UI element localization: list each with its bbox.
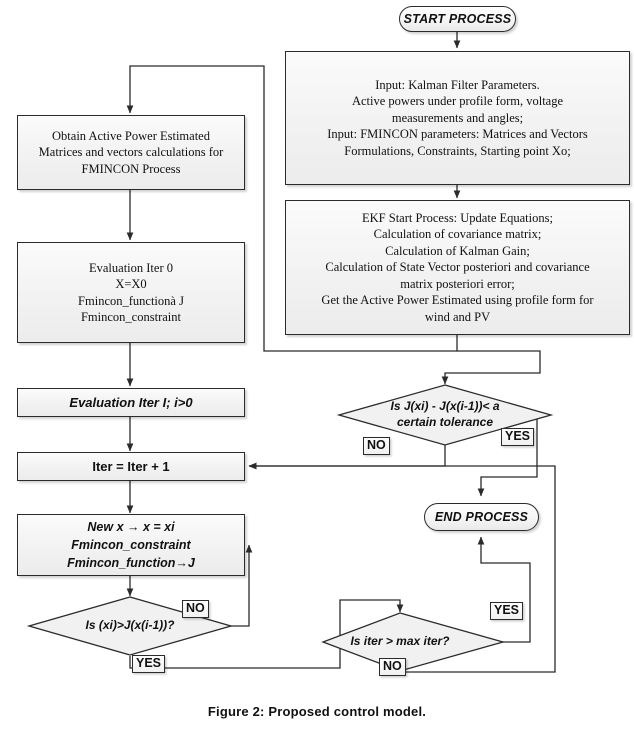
- node-iter-increment-label: Iter = Iter + 1: [92, 458, 170, 474]
- edge-maxiter-yes-to-end: [459, 536, 531, 643]
- node-start-process-label: START PROCESS: [403, 12, 512, 26]
- edge-label-tolerance-yes: YES: [501, 428, 535, 447]
- edge-label-improve-yes: YES: [132, 655, 166, 674]
- node-ekf-line-2: Calculation of covariance matrix;: [373, 227, 542, 242]
- edge-label-improve-no: NO: [182, 600, 209, 619]
- node-ekf-line-6: Get the Active Power Estimated using pro…: [321, 293, 594, 308]
- node-new-x-line-2: Fmincon_constraint: [71, 537, 191, 552]
- node-inputs-line-3: measurements and angles;: [391, 110, 524, 125]
- edge-improve-yes-to-maxiter: [129, 599, 404, 669]
- decision-tolerance-shape: [336, 384, 554, 446]
- node-start-process[interactable]: START PROCESS: [399, 6, 516, 32]
- decision-max-iter-shape: [321, 612, 506, 672]
- node-new-x-line-1: New x → x = xi: [87, 519, 175, 534]
- node-ekf-line-4: Calculation of State Vector posteriori a…: [325, 260, 590, 275]
- node-iter-increment[interactable]: Iter = Iter + 1: [17, 452, 245, 481]
- node-new-x-line-3: Fmincon_function→J: [67, 556, 195, 571]
- node-eval0-line-1: Evaluation Iter 0: [88, 260, 173, 275]
- node-ekf-line-1: EKF Start Process: Update Equations;: [362, 210, 553, 225]
- edge-ekf-to-obtain: [126, 65, 458, 352]
- node-eval0-line-4: Fmincon_constraint: [80, 310, 181, 324]
- node-decision-max-iter[interactable]: Is iter > max iter?: [321, 612, 506, 672]
- node-inputs-line-4: Input: FMINCON parameters: Matrices and …: [327, 127, 588, 142]
- node-ekf-process[interactable]: EKF Start Process: Update Equations; Cal…: [285, 200, 630, 335]
- node-end-process-label: END PROCESS: [434, 510, 529, 524]
- node-obtain-line-2: Matrices and vectors calculations for: [38, 145, 224, 160]
- node-inputs-line-2: Active powers under profile form, voltag…: [351, 94, 564, 109]
- node-eval0-line-3: Fmincon_functionà J: [78, 293, 184, 308]
- node-end-process[interactable]: END PROCESS: [424, 503, 539, 531]
- node-inputs[interactable]: Input: Kalman Filter Parameters. Active …: [285, 51, 630, 185]
- edge-label-maxiter-yes: YES: [490, 602, 524, 621]
- node-inputs-line-1: Input: Kalman Filter Parameters.: [375, 77, 540, 92]
- node-ekf-line-3: Calculation of Kalman Gain;: [385, 243, 530, 258]
- node-eval0-line-2: X=X0: [115, 277, 147, 291]
- node-obtain-line-3: FMINCON Process: [81, 161, 181, 176]
- node-evaluation-iter-0[interactable]: Evaluation Iter 0 X=X0 Fmincon_functionà…: [17, 242, 245, 343]
- node-inputs-line-5: Formulations, Constraints, Starting poin…: [344, 143, 571, 158]
- figure-caption: Figure 2: Proposed control model.: [207, 704, 427, 719]
- edge-label-tolerance-no: NO: [363, 437, 390, 456]
- edge-ekf-to-tolerance: [441, 350, 541, 385]
- node-ekf-line-5: matrix posteriori error;: [400, 276, 515, 291]
- node-obtain-line-1: Obtain Active Power Estimated: [52, 128, 210, 143]
- node-evaluation-iter-i[interactable]: Evaluation Iter I; i>0: [17, 388, 245, 417]
- node-ekf-line-7: wind and PV: [424, 309, 491, 324]
- node-new-x[interactable]: New x → x = xi Fmincon_constraint Fminco…: [17, 514, 245, 576]
- node-evali-label: Evaluation Iter I; i>0: [69, 394, 193, 410]
- edge-label-maxiter-no: NO: [379, 658, 406, 677]
- edge-tolerance-no-to-iterinc: [248, 444, 446, 470]
- node-obtain-active-power[interactable]: Obtain Active Power Estimated Matrices a…: [17, 115, 245, 190]
